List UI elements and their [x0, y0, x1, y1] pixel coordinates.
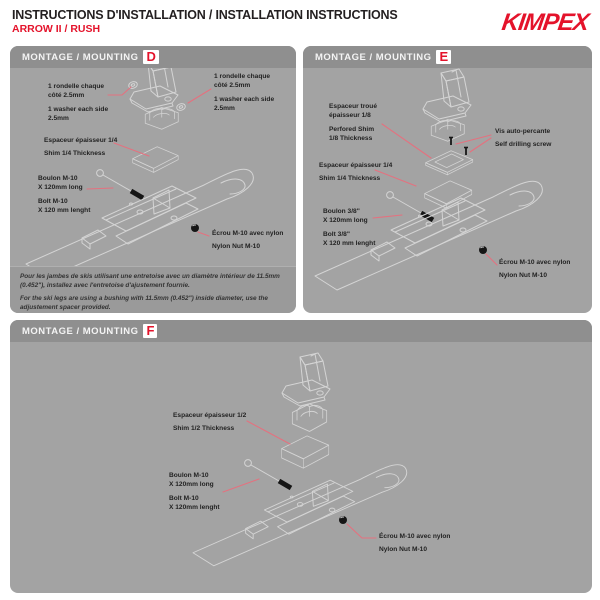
panel-f-header: MONTAGE / MOUNTING F — [10, 320, 592, 342]
bolt-drawing — [386, 191, 435, 223]
leader-lines — [86, 86, 212, 237]
panel-e-letter-badge: E — [436, 50, 452, 64]
label-nut: Écrou M-10 avec nylon Nylon Nut M-10 — [379, 533, 451, 554]
perforated-shim-drawing — [425, 150, 474, 176]
panel-e-diagram — [314, 68, 543, 291]
ski-leg-drawing — [281, 352, 331, 407]
ski-leg-drawing — [422, 68, 472, 123]
thick-shim-drawing — [281, 435, 330, 469]
leader-lines — [222, 420, 377, 539]
label-nut: Écrou M-10 avec nylon Nylon Nut M-10 — [212, 230, 284, 251]
rubber-stopper-drawing — [144, 107, 179, 130]
panel-d-title: MONTAGE / MOUNTING — [22, 51, 139, 63]
label-washer-left: 1 rondelle chaque côté 2.5mm 1 washer ea… — [48, 83, 109, 123]
label-screw: Vis auto-percante Self drilling screw — [495, 128, 552, 149]
ski-drawing — [192, 464, 408, 567]
rubber-stopper-drawing — [430, 119, 465, 142]
ski-drawing — [314, 180, 543, 291]
bolt-drawing — [244, 459, 293, 491]
kimpex-logo: KIMPEX — [500, 9, 590, 36]
rubber-stopper-drawing — [291, 403, 328, 432]
label-nut: Écrou M-10 avec nylon Nylon Nut M-10 — [499, 259, 571, 280]
adjustment-note: Pour les jambes de skis utilisant une en… — [10, 266, 296, 313]
panel-d-letter-badge: D — [143, 50, 159, 64]
ski-leg-drawing — [129, 58, 179, 113]
panel-f-title: MONTAGE / MOUNTING — [22, 325, 139, 337]
document-header: INSTRUCTIONS D'INSTALLATION / INSTALLATI… — [12, 8, 590, 36]
panel-d-header: MONTAGE / MOUNTING D — [10, 46, 296, 68]
shim-drawing — [132, 146, 179, 173]
nut-drawing — [339, 516, 347, 524]
label-shim: Espaceur épaisseur 1/4 Shim 1/4 Thicknes… — [44, 137, 118, 158]
panel-f-letter-badge: F — [143, 324, 158, 338]
panel-f-diagram — [192, 352, 408, 567]
washer-left-drawing — [128, 81, 138, 89]
label-bolt: Boulon M-10 X 120mm long Bolt M-10 X 120… — [169, 472, 220, 512]
model-subtitle: ARROW II / RUSH — [12, 23, 101, 35]
panel-mounting-d: MONTAGE / MOUNTING D — [10, 46, 296, 313]
label-bolt: Boulon 3/8" X 120mm long Bolt 3/8" X 120… — [323, 208, 376, 248]
label-washer-right: 1 rondelle chaque côté 2.5mm 1 washer ea… — [214, 73, 275, 113]
panel-e-title: MONTAGE / MOUNTING — [315, 51, 432, 63]
label-shim: Espaceur épaisseur 1/4 Shim 1/4 Thicknes… — [319, 162, 393, 183]
nut-drawing — [191, 224, 199, 232]
label-shim: Espaceur épaisseur 1/2 Shim 1/2 Thicknes… — [173, 412, 247, 433]
label-perforated-shim: Espaceur troué épaisseur 1/8 Perfored Sh… — [329, 103, 378, 143]
bolt-drawing — [96, 169, 145, 201]
label-bolt: Boulon M-10 X 120mm long Bolt M-10 X 120… — [38, 175, 91, 215]
nut-drawing — [479, 246, 487, 254]
panel-e-header: MONTAGE / MOUNTING E — [303, 46, 592, 68]
page-title: INSTRUCTIONS D'INSTALLATION / INSTALLATI… — [12, 8, 398, 22]
washer-right-drawing — [176, 103, 186, 111]
panel-d-diagram — [25, 58, 254, 279]
self-drilling-screws-drawing — [449, 136, 468, 155]
leader-lines — [372, 123, 498, 266]
panel-mounting-e: MONTAGE / MOUNTING E — [303, 46, 592, 313]
ski-drawing — [25, 168, 254, 279]
panel-mounting-f: MONTAGE / MOUNTING F — [10, 320, 592, 593]
